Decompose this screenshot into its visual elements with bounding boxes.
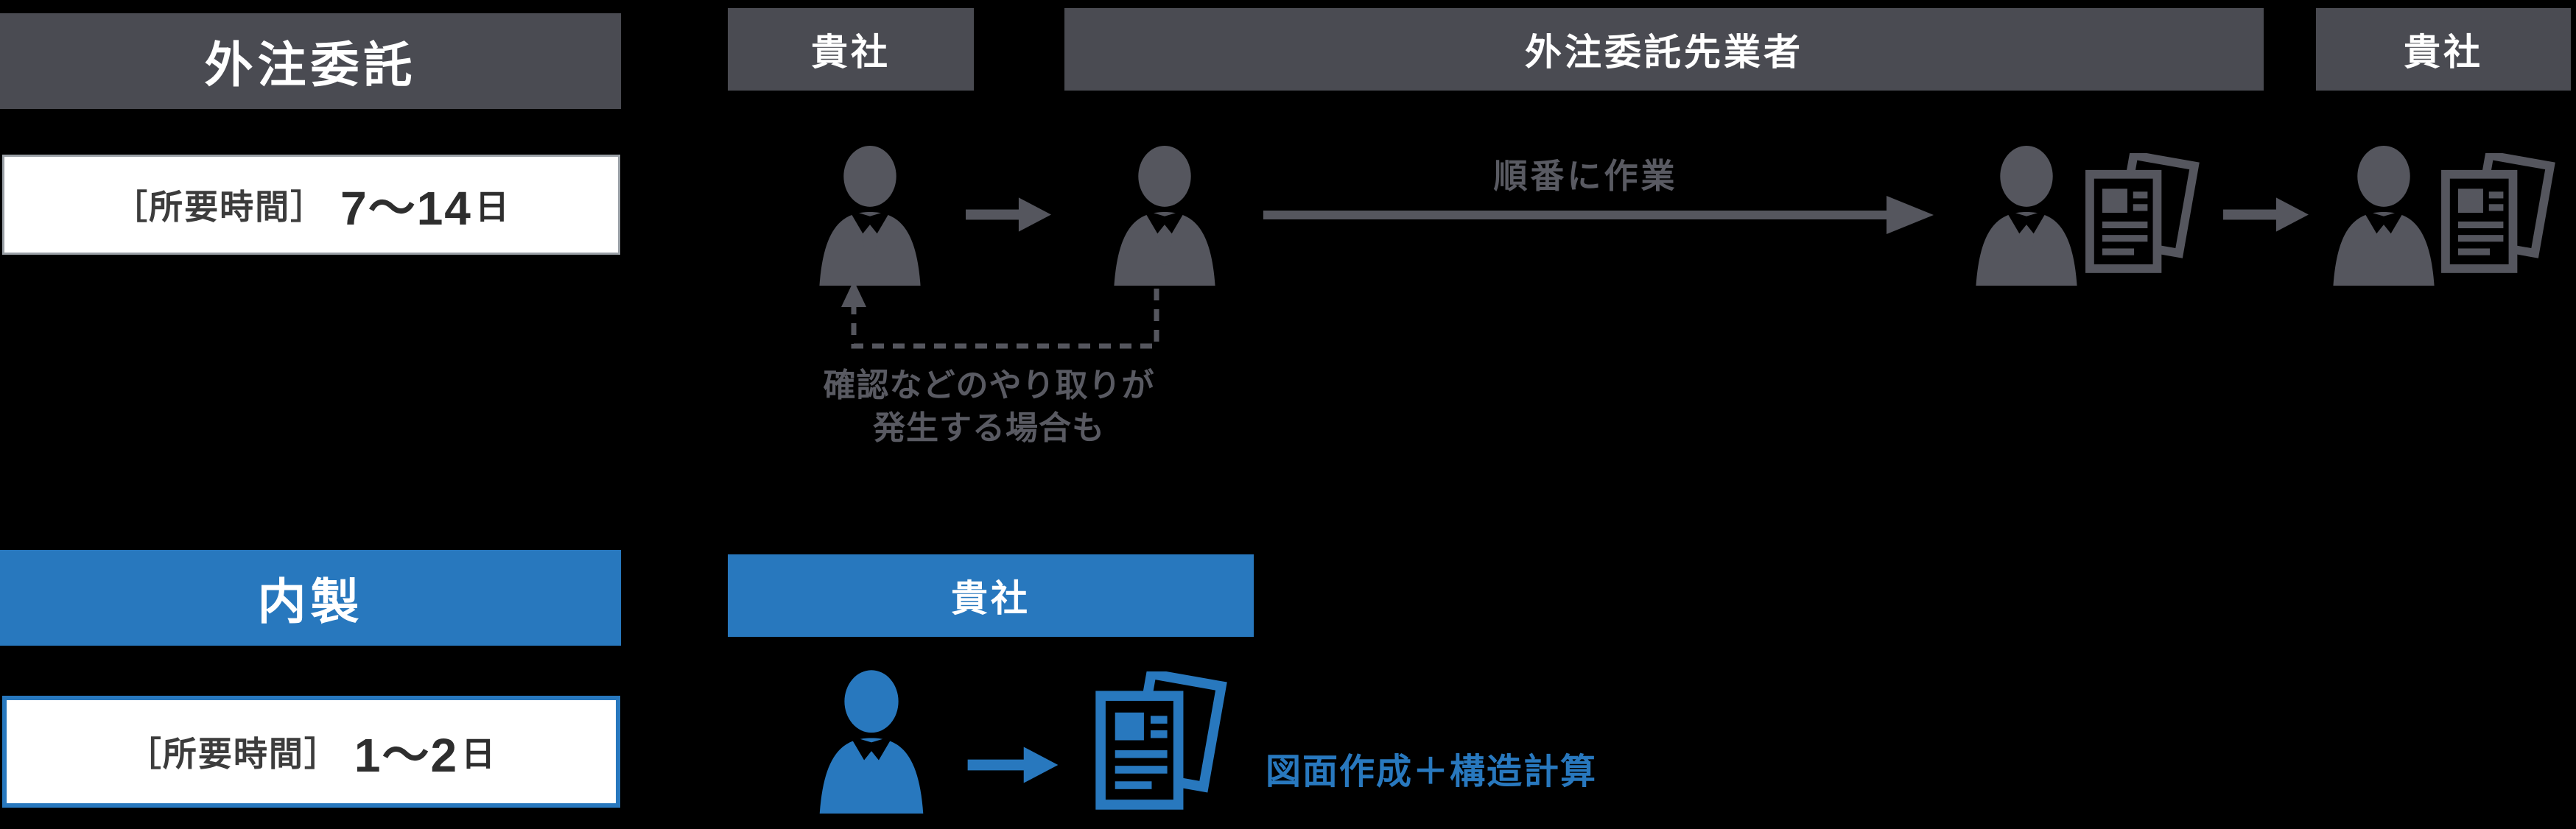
- inhouse-time-label: ［所要時間］: [127, 735, 340, 773]
- outsourcing-time-box: ［所要時間］ 7〜14 日: [2, 155, 620, 255]
- sequential-work-label: 順番に作業: [1400, 149, 1772, 198]
- person-icon: [1101, 138, 1228, 286]
- person-icon: [807, 663, 936, 814]
- sequential-work-text: 順番に作業: [1493, 157, 1678, 195]
- arrow-right-icon: [2223, 196, 2309, 233]
- inhouse-header: 内製: [0, 550, 621, 646]
- inhouse-time-value: 1〜2: [354, 729, 459, 782]
- inhouse-time-box: ［所要時間］ 1〜2 日: [2, 696, 620, 808]
- documents-icon: [1081, 671, 1229, 816]
- documents-icon: [2427, 153, 2558, 278]
- inhouse-company-label: 貴社: [951, 578, 1031, 619]
- company-right-label: 貴社: [2404, 32, 2483, 73]
- outsourcing-time-unit: 日: [474, 188, 509, 226]
- outsourcing-lane-company-right: 貴社: [2316, 8, 2571, 91]
- outsourcing-header: 外注委託: [0, 13, 621, 109]
- outsourcing-time-label: ［所要時間］: [113, 188, 326, 226]
- inhouse-title: 内製: [257, 574, 364, 629]
- person-icon: [807, 138, 933, 286]
- outsourcing-lane-company-left: 貴社: [728, 8, 974, 91]
- contractor-label: 外注委託先業者: [1525, 32, 1803, 73]
- documents-icon: [2071, 153, 2203, 278]
- arrow-right-icon: [966, 196, 1051, 233]
- outsourcing-lane-contractor: 外注委託先業者: [1064, 8, 2264, 91]
- feedback-note-line1: 確認などのやり取りが: [823, 367, 1155, 403]
- inhouse-caption: 図面作成＋構造計算: [1266, 742, 1597, 794]
- outsourcing-title: 外注委託: [204, 38, 417, 92]
- long-arrow-icon: [1263, 193, 1934, 237]
- feedback-note: 確認などのやり取りが 発生する場合も: [751, 364, 1226, 450]
- company-left-label: 貴社: [811, 32, 891, 73]
- arrow-right-icon: [966, 745, 1060, 785]
- feedback-note-line2: 発生する場合も: [873, 410, 1105, 446]
- feedback-loop-icon: [827, 276, 1195, 357]
- inhouse-time-unit: 日: [461, 735, 496, 773]
- inhouse-caption-text: 図面作成＋構造計算: [1266, 752, 1598, 791]
- inhouse-lane-company: 貴社: [728, 554, 1254, 637]
- outsourcing-time-value: 7〜14: [340, 182, 472, 235]
